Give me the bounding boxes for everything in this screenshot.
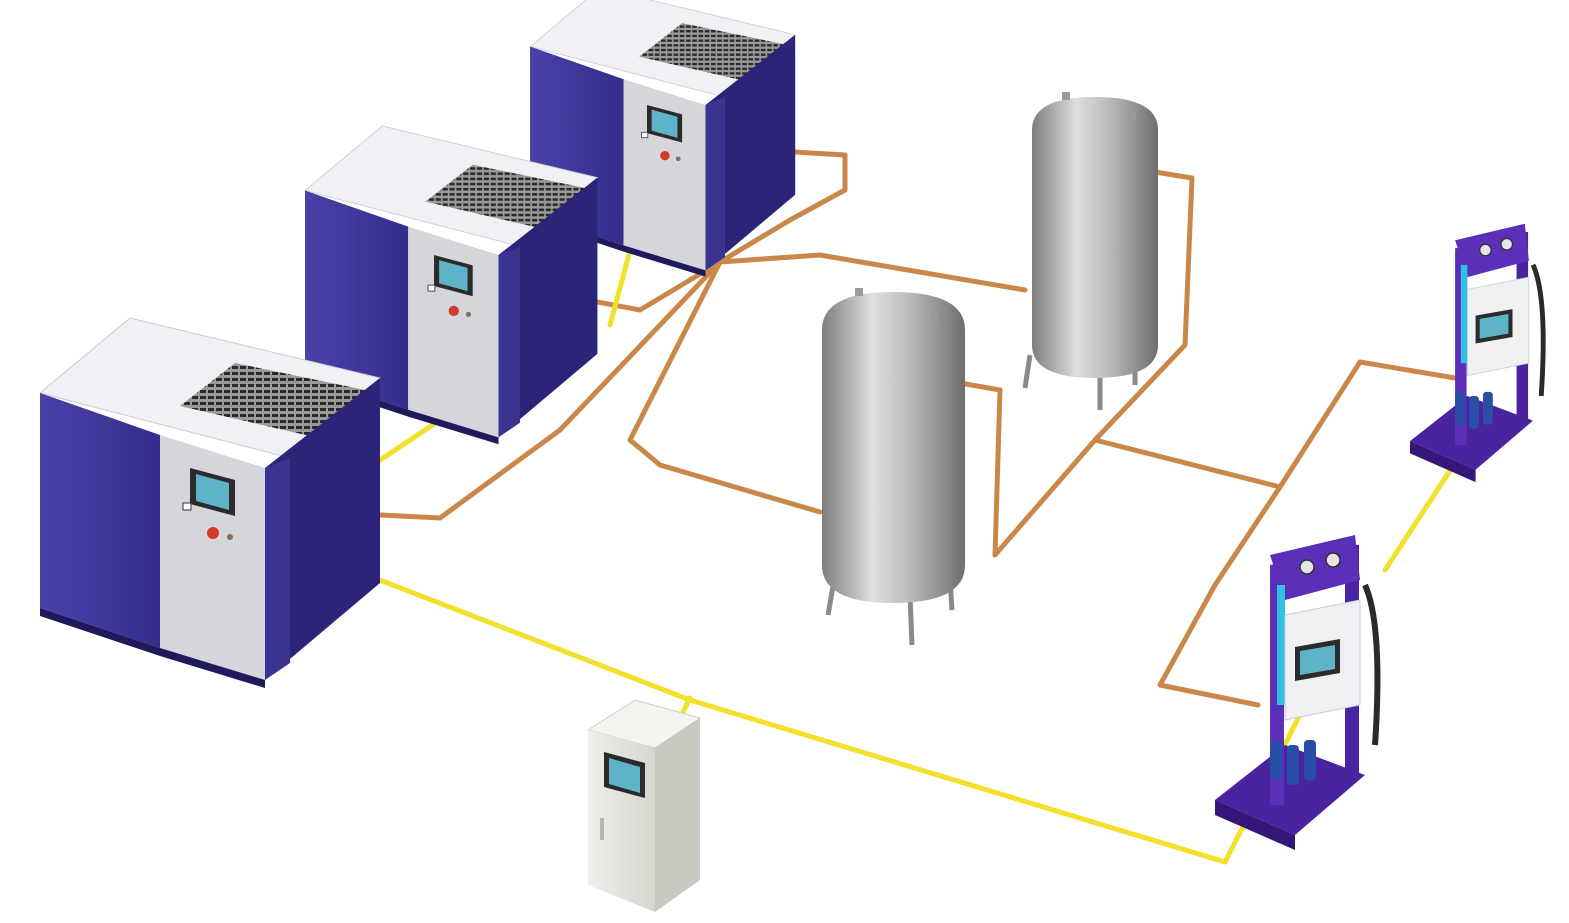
pipe-manifold-tank-1 (627, 259, 823, 515)
pipe-manifold-tank-2 (717, 252, 1028, 293)
air-purifier-icon (1215, 535, 1377, 850)
pipe-to-purifier-1 (1277, 359, 1458, 490)
pipe-compressor-3 (717, 147, 848, 265)
air-receiver-tank-icon (822, 288, 965, 646)
cable-compressor-1 (287, 545, 1308, 865)
pipe-to-purifier-2 (1157, 484, 1283, 708)
pipe-tank-2-outlet (1092, 169, 1195, 443)
pipe-tank-1-outlet (957, 380, 1098, 558)
air-compressor-icon (39, 317, 381, 689)
air-purifier-icon (1410, 224, 1543, 482)
control-cabinet-icon (586, 699, 702, 912)
air-receiver-tank-icon (1022, 92, 1158, 410)
pipe-distribution (1092, 437, 1283, 490)
